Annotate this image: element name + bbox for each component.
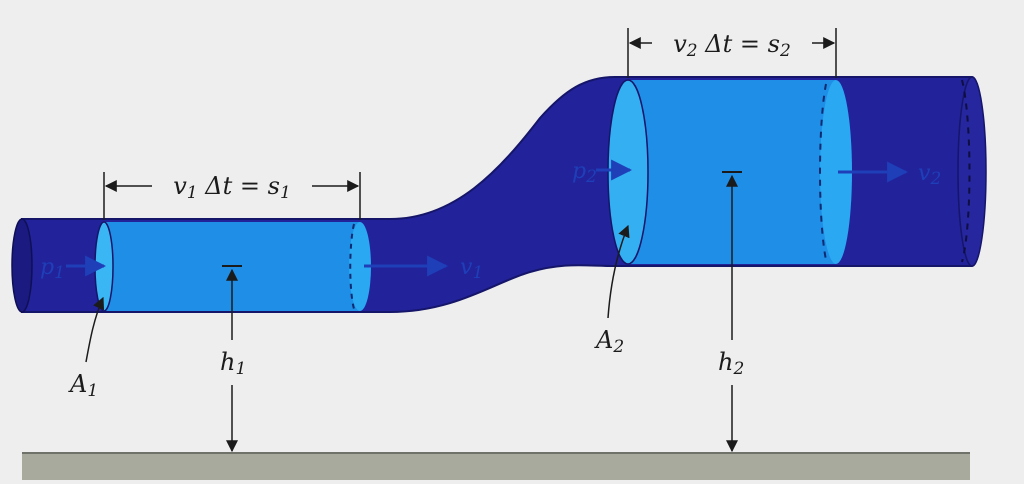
pressure-p2-label: p2 [572,159,597,187]
fluid-section-2-dashed-edge [819,83,827,261]
ground-surface [22,453,970,480]
dim-s2-label: v2 Δt = s2 [673,30,791,61]
velocity-v2-label: v2 [918,161,941,189]
height-h1-label: h1 [220,348,246,379]
fluid-section-1-dashed-edge [349,223,355,310]
pipe-outlet-end [957,76,987,267]
area-A2-label: A2 [594,326,624,357]
area-A1-label: A1 [68,370,98,401]
fluid-section-2-end [820,80,852,264]
velocity-v1-label: v1 [460,255,483,283]
area-A1-leader [85,296,105,363]
height-h2-label: h2 [718,348,744,379]
pipe-outlet-dashed-rim [961,79,971,263]
area-A2-leader [607,224,630,319]
pressure-p1-label: p1 [40,255,65,283]
pipe-inlet-opening [11,218,33,313]
dim-s1-label: v1 Δt = s1 [173,172,291,203]
fluid-section-1-end [349,222,371,311]
area-A2-face [607,79,649,265]
